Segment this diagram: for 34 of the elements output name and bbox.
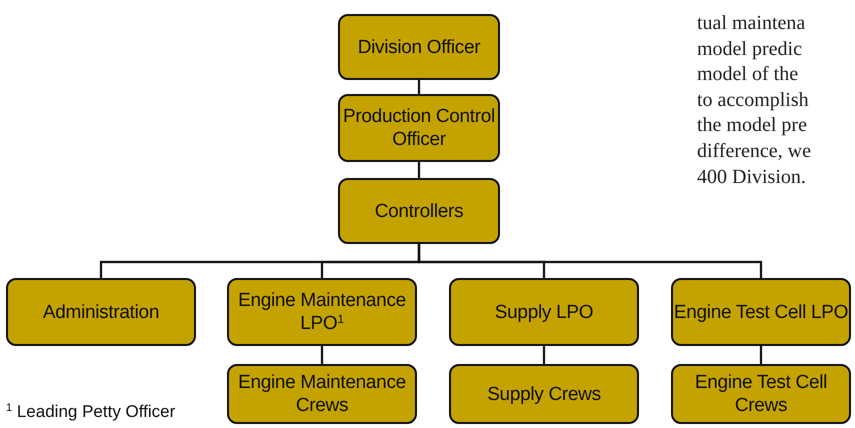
paragraph-line: to accomplish: [697, 88, 809, 112]
box-label: Production Control Officer: [342, 105, 496, 151]
org-box: [338, 94, 500, 162]
box-label: Engine Maintenance LPO$^{1}$: [237, 289, 407, 335]
org-box: [338, 178, 500, 244]
box-label: Controllers: [374, 200, 464, 222]
connector-line: [418, 80, 420, 94]
paragraph-line: model predic: [697, 36, 802, 61]
connector-line: [760, 346, 762, 364]
paragraph-line: the model pre: [697, 113, 807, 138]
box-label: Engine Test Cell Crews: [694, 371, 828, 417]
org-box: [338, 14, 500, 80]
org-box: [449, 364, 639, 424]
paragraph-line: 400 Division.: [697, 164, 806, 189]
org-box: [671, 364, 851, 424]
org-box: [6, 278, 196, 346]
box-label: Engine Maintenance Crews: [237, 371, 407, 417]
connector-line: [542, 346, 546, 364]
connector-line: [418, 162, 420, 178]
paragraph-line: tual maintena: [697, 11, 806, 35]
box-label: Division Officer: [358, 36, 480, 58]
org-box: [449, 278, 639, 346]
box-label: Administration: [42, 300, 160, 324]
paragraph-line: difference, we: [697, 139, 812, 163]
box-label: Supply LPO: [494, 300, 594, 324]
box-label: Engine Test Cell LPO: [674, 300, 848, 324]
box-label: Supply Crews: [487, 382, 601, 406]
paragraph-line: model of the: [697, 62, 798, 86]
footnote: $^{1}$ Leading Petty Officer: [6, 402, 176, 422]
connector-line: [320, 346, 324, 364]
org-box: [227, 364, 417, 424]
org-box: [671, 278, 851, 346]
org-box: [227, 278, 417, 346]
connector-line: [418, 244, 762, 278]
